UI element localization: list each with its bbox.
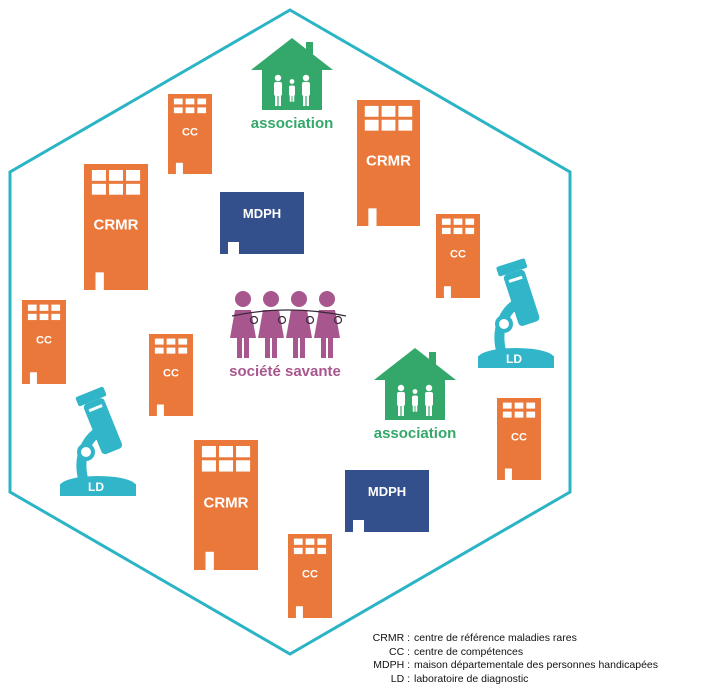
legend-row-mdph: MDPH : maison départementale des personn…	[373, 659, 658, 671]
crmr-top-right: CRMR	[357, 100, 420, 226]
microscope-right: LD	[478, 258, 554, 368]
cc-right-lower-label: CC	[511, 432, 527, 444]
cc-bottom-label: CC	[302, 569, 318, 581]
legend-row-crmr: CRMR : centre de référence maladies rare…	[372, 632, 577, 644]
cc-bottom: CC	[288, 534, 332, 618]
legend: CRMR : centre de référence maladies rare…	[344, 632, 658, 686]
societe-savante-label: société savante	[229, 363, 341, 380]
association-right: association	[374, 348, 457, 442]
cc-left: CC	[22, 300, 66, 384]
cc-center: CC	[149, 334, 193, 416]
cc-right-lower: CC	[497, 398, 541, 480]
crmr-bottom-label: CRMR	[204, 495, 249, 512]
crmr-top-right-label: CRMR	[366, 153, 411, 170]
crmr-left-label: CRMR	[94, 217, 139, 234]
legend-row-cc: CC : centre de compétences	[389, 645, 524, 658]
mdph-bottom: MDPH	[345, 470, 429, 532]
microscope-left-label: LD	[88, 480, 104, 494]
microscope-right-label: LD	[506, 352, 522, 366]
association-top-label: association	[251, 115, 334, 132]
association-right-label: association	[374, 425, 457, 442]
cc-top-label: CC	[182, 127, 198, 139]
mdph-bottom-label: MDPH	[368, 484, 406, 499]
crmr-left: CRMR	[84, 164, 148, 290]
legend-row-ld: LD : laboratoire de diagnostic	[390, 672, 529, 685]
hexagon-outline	[8, 8, 572, 656]
mdph-top: MDPH	[220, 192, 304, 254]
cc-top: CC	[168, 94, 212, 174]
mdph-top-label: MDPH	[243, 206, 281, 221]
microscope-left: LD	[60, 386, 136, 496]
association-top: association	[251, 38, 334, 132]
cc-right-upper: CC	[436, 214, 480, 298]
societe-savante: société savante	[229, 291, 347, 380]
crmr-bottom: CRMR	[194, 440, 258, 570]
cc-left-label: CC	[36, 335, 52, 347]
cc-right-upper-label: CC	[450, 249, 466, 261]
cc-center-label: CC	[163, 368, 179, 380]
